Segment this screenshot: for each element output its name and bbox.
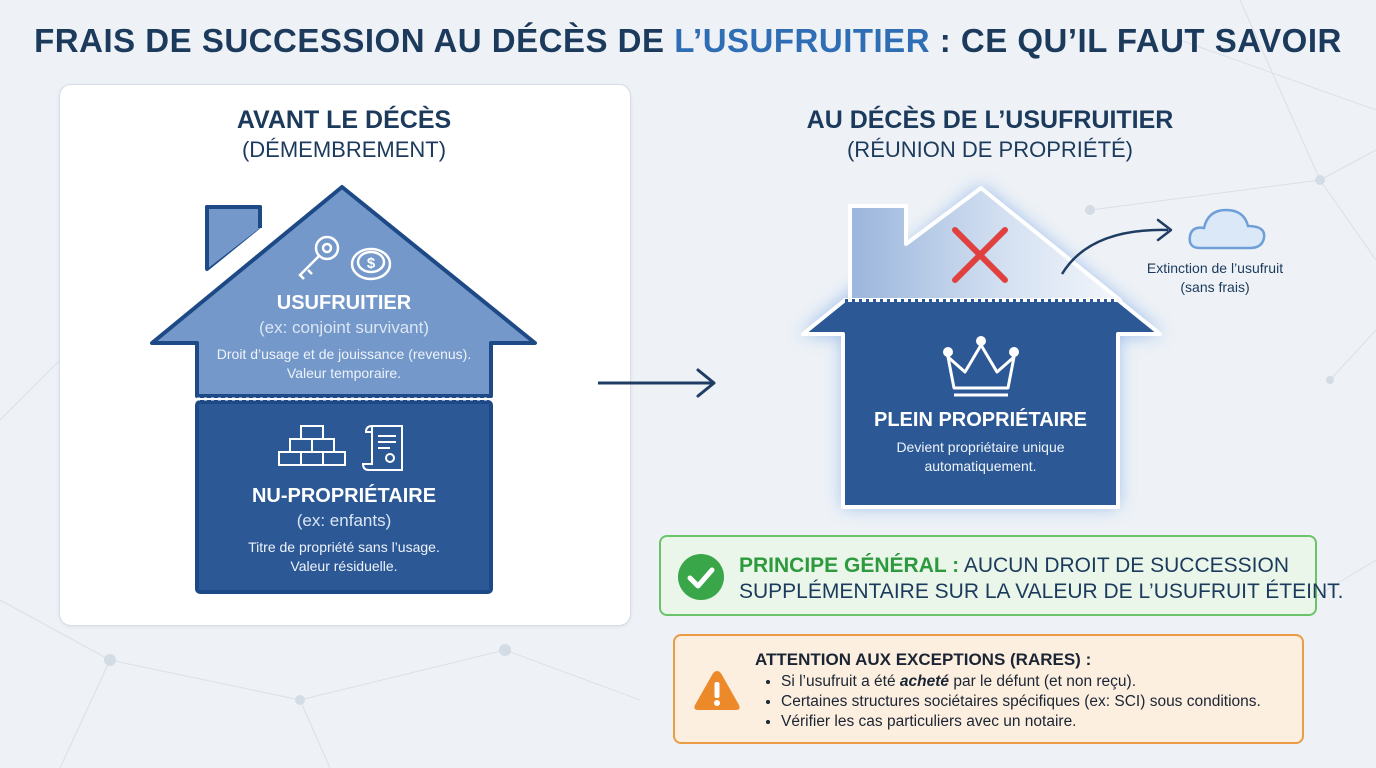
- warning-icon: [694, 671, 740, 710]
- coin-icon: $: [350, 247, 392, 281]
- after-heading: AU DÉCÈS DE L’USUFRUITIER: [806, 106, 1174, 134]
- before-subheading: (DÉMEMBREMENT): [241, 137, 447, 162]
- extinction-arrow: [1060, 218, 1173, 275]
- nu-proprietaire-desc-1: Titre de propriété sans l’usage.: [248, 539, 440, 555]
- check-icon: [678, 554, 724, 600]
- warning-box: ATTENTION AUX EXCEPTIONS (RARES) : Si l’…: [673, 634, 1304, 744]
- deed-scroll-icon: [361, 425, 403, 471]
- plein-proprietaire-desc-2: automatiquement.: [924, 458, 1037, 474]
- key-icon: [298, 235, 340, 280]
- warning-item-2: Certaines structures sociétaires spécifi…: [781, 692, 1261, 712]
- arrow-right-icon: [598, 368, 716, 398]
- plein-proprietaire-label: PLEIN PROPRIÉTAIRE: [874, 409, 1087, 431]
- nu-proprietaire-example: (ex: enfants): [296, 511, 392, 530]
- usufruitier-label: USUFRUITIER: [276, 292, 412, 314]
- nu-proprietaire-desc-2: Valeur résiduelle.: [290, 558, 398, 574]
- usufruitier-example: (ex: conjoint survivant): [258, 318, 430, 337]
- principle-text: PRINCIPE GÉNÉRAL : AUCUN DROIT DE SUCCES…: [739, 554, 1344, 603]
- warning-item-1: Si l’usufruit a été acheté par le défunt…: [781, 672, 1261, 692]
- cloud-icon: [1188, 208, 1266, 250]
- cross-icon: [952, 227, 1008, 283]
- usufruitier-desc-1: Droit d’usage et de jouissance (revenus)…: [216, 346, 472, 362]
- bricks-icon: [278, 425, 346, 466]
- after-subheading: (RÉUNION DE PROPRIÉTÉ): [846, 137, 1134, 162]
- page-title: FRAIS DE SUCCESSION AU DÉCÈS DE L’USUFRU…: [34, 22, 1342, 59]
- crown-icon: [943, 336, 1019, 397]
- extinction-label: Extinction de l’usufruit (sans frais): [1146, 260, 1284, 295]
- svg-text:$: $: [367, 255, 376, 272]
- usufruitier-desc-2: Valeur temporaire.: [286, 365, 402, 381]
- before-heading: AVANT LE DÉCÈS: [236, 106, 452, 134]
- warning-item-3: Vérifier les cas particuliers avec un no…: [781, 712, 1261, 732]
- nu-proprietaire-label: NU-PROPRIÉTAIRE: [251, 485, 437, 507]
- principle-box: PRINCIPE GÉNÉRAL : AUCUN DROIT DE SUCCES…: [659, 535, 1343, 616]
- plein-proprietaire-desc-1: Devient propriétaire unique: [896, 439, 1065, 455]
- before-house: [150, 185, 537, 594]
- warning-title: ATTENTION AUX EXCEPTIONS (RARES) :: [755, 650, 1092, 669]
- nue-propriete-section: [195, 400, 493, 594]
- warning-list: Si l’usufruit a été acheté par le défunt…: [763, 672, 1261, 732]
